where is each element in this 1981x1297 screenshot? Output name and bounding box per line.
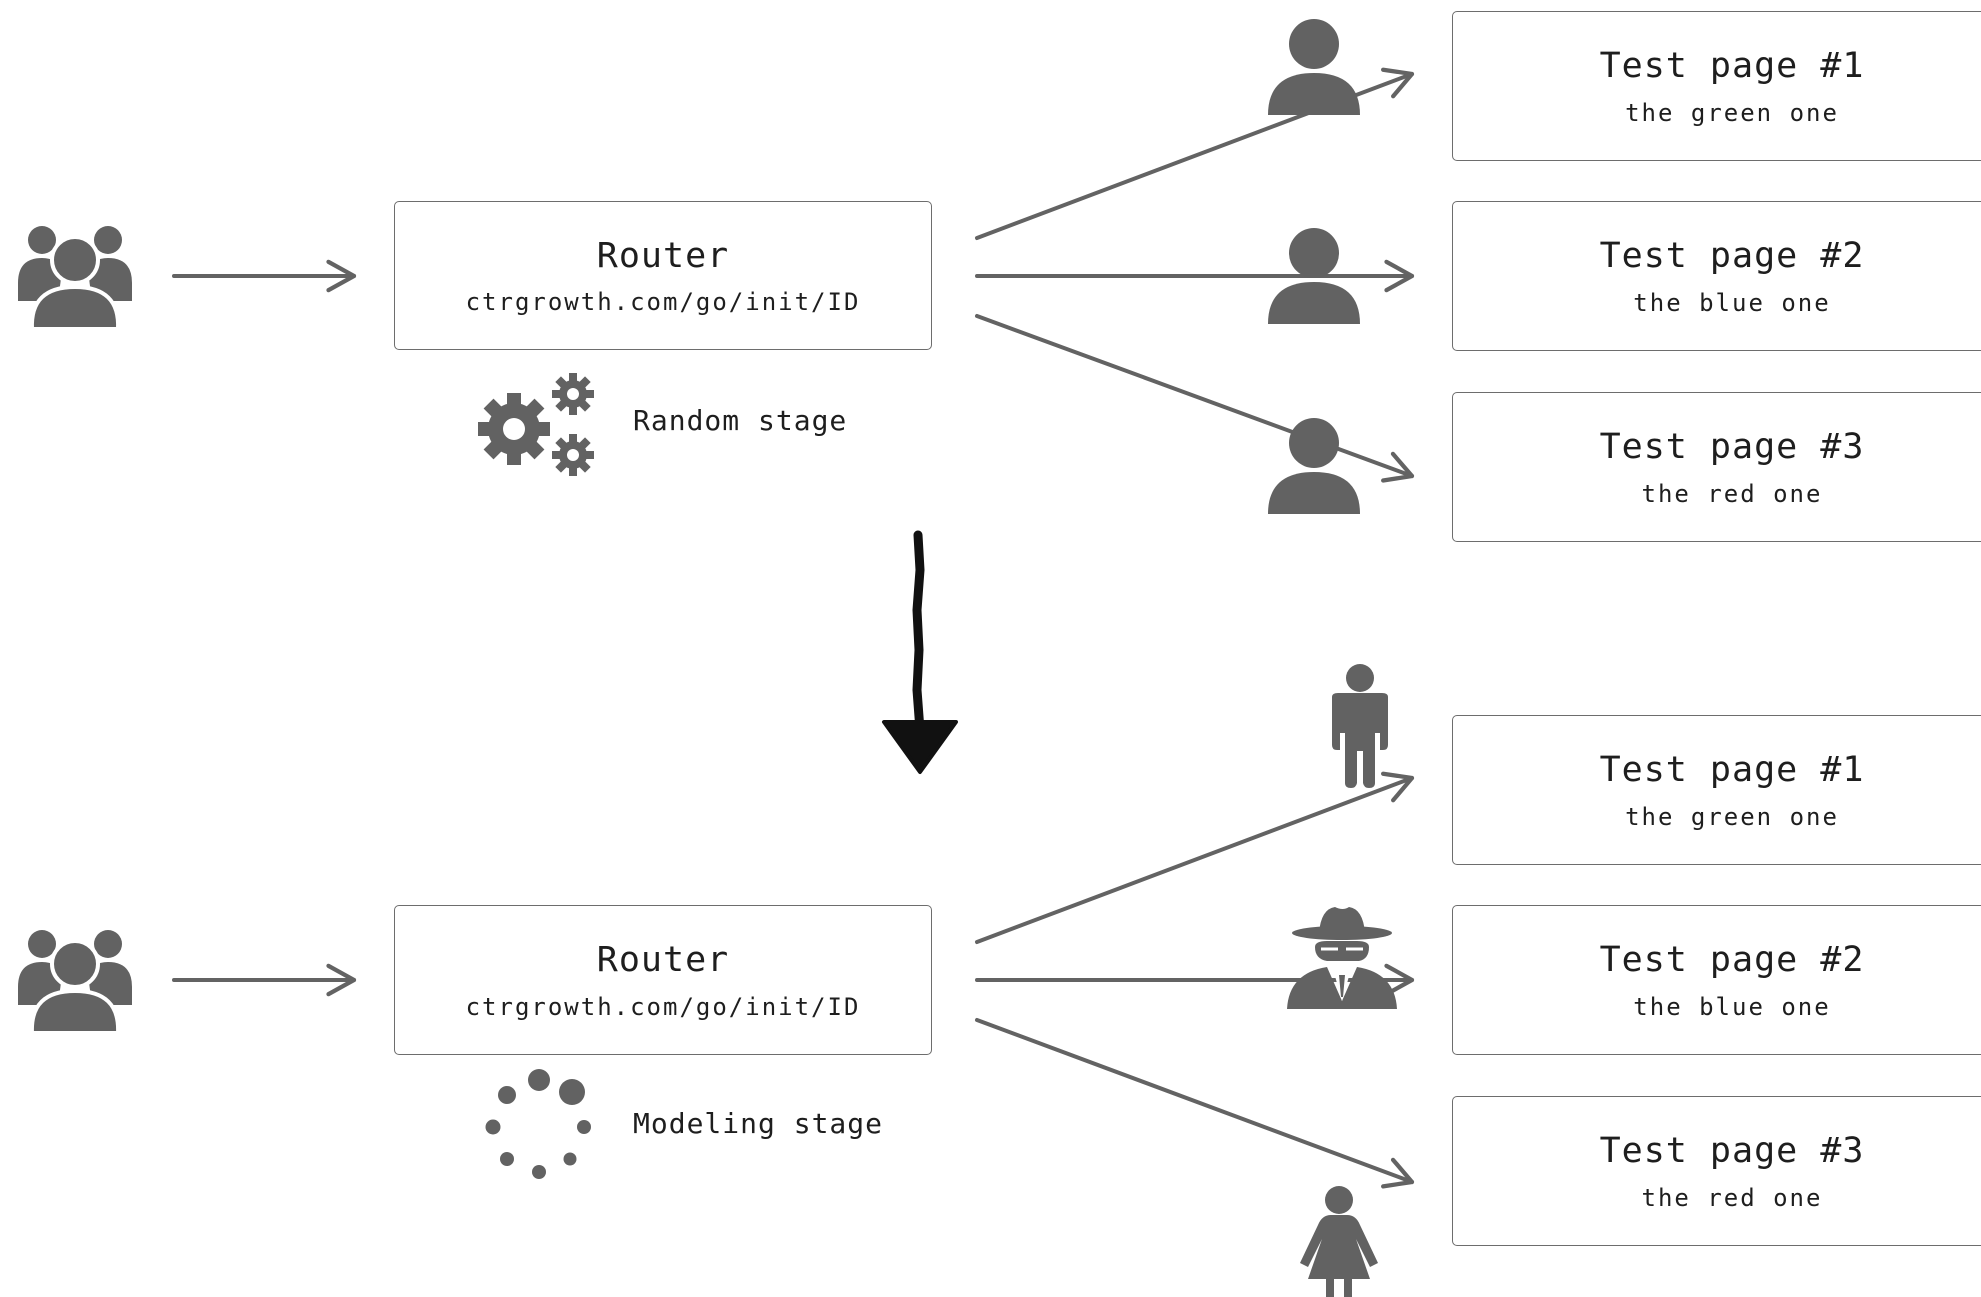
router-url: ctrgrowth.com/go/init/ID [465, 288, 861, 317]
test-page-title: Test page #1 [1599, 46, 1865, 87]
user-icon [1268, 19, 1360, 115]
spinner-icon [485, 1069, 591, 1179]
test-page-2-top: Test page #2 the blue one [1452, 201, 1981, 351]
arrow-router-to-page3-bottom [975, 1018, 1415, 1189]
man-icon [1332, 664, 1388, 788]
test-page-1-bottom: Test page #1 the green one [1452, 715, 1981, 865]
router-box-top: Router ctrgrowth.com/go/init/ID [394, 201, 932, 350]
router-url: ctrgrowth.com/go/init/ID [465, 992, 861, 1021]
users-group-icon [18, 226, 132, 331]
test-page-subtitle: the red one [1641, 479, 1823, 508]
test-page-title: Test page #3 [1599, 1131, 1865, 1172]
test-page-1-top: Test page #1 the green one [1452, 11, 1981, 161]
users-group-icon [18, 930, 132, 1035]
test-page-3-bottom: Test page #3 the red one [1452, 1096, 1981, 1246]
arrow-router-to-page3-top [975, 314, 1415, 483]
test-page-subtitle: the blue one [1633, 992, 1831, 1021]
test-page-2-bottom: Test page #2 the blue one [1452, 905, 1981, 1055]
woman-icon [1300, 1186, 1378, 1297]
stage-transition-arrow [882, 530, 958, 774]
test-page-subtitle: the blue one [1633, 288, 1831, 317]
test-page-subtitle: the green one [1625, 802, 1839, 831]
spy-icon [1287, 907, 1397, 1009]
test-page-title: Test page #2 [1599, 940, 1865, 981]
test-page-title: Test page #3 [1599, 427, 1865, 468]
stage-label-random: Random stage [633, 404, 848, 437]
stage-label-modeling: Modeling stage [633, 1107, 884, 1140]
router-box-bottom: Router ctrgrowth.com/go/init/ID [394, 905, 932, 1055]
test-page-title: Test page #2 [1599, 236, 1865, 277]
arrow-router-to-page1-bottom [975, 771, 1415, 944]
router-title: Router [596, 940, 730, 981]
user-icon [1268, 228, 1360, 324]
test-page-subtitle: the red one [1641, 1183, 1823, 1212]
user-icon [1268, 418, 1360, 514]
gears-icon [478, 373, 594, 476]
test-page-subtitle: the green one [1625, 98, 1839, 127]
test-page-title: Test page #1 [1599, 750, 1865, 791]
test-page-3-top: Test page #3 the red one [1452, 392, 1981, 542]
router-title: Router [596, 235, 730, 276]
